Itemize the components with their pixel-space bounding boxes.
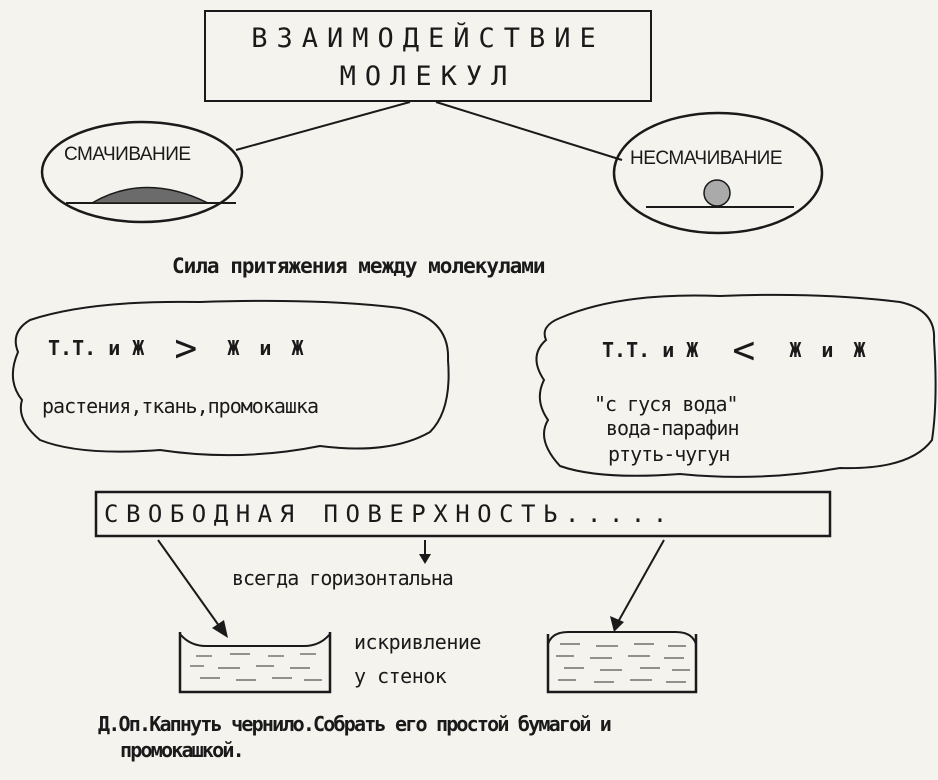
left-relation: > xyxy=(174,326,198,370)
right-formula-right: Ж и Ж xyxy=(789,338,870,362)
arrow-down-head xyxy=(419,554,431,564)
left-cloud-formula: Т.Т. и Ж > Ж и Ж xyxy=(48,326,308,370)
experiment-line-2: промокашкой. xyxy=(120,738,245,762)
right-formula-left: Т.Т. и Ж xyxy=(602,338,699,362)
surface-box xyxy=(94,490,832,538)
right-cloud-example-1: "с гуся вода" xyxy=(594,392,739,416)
left-formula-left: Т.Т. и Ж xyxy=(48,336,145,360)
experiment-line-1: Д.Оп.Капнуть чернило.Собрать его простой… xyxy=(98,712,612,736)
right-cloud-outline xyxy=(535,293,937,478)
nonwetting-ellipse xyxy=(612,111,824,235)
left-cloud-outline xyxy=(11,299,450,457)
right-cloud-example-3: ртуть-чугун xyxy=(608,442,730,466)
right-relation: < xyxy=(732,328,756,372)
nonwetting-label: НЕСМАЧИВАНИЕ xyxy=(630,148,783,169)
arrow-right-line xyxy=(617,539,665,623)
left-formula-right: Ж и Ж xyxy=(227,336,308,360)
surface-label: СВОБОДНАЯ ПОВЕРХНОСТЬ..... xyxy=(104,500,675,528)
left-vessel-liquid xyxy=(190,653,322,681)
left-vessel xyxy=(178,632,332,694)
right-vessel-liquid xyxy=(556,643,690,683)
surface-note: всегда горизонтальна xyxy=(232,566,454,590)
attraction-caption: Сила притяжения между молекулами xyxy=(172,254,546,278)
title-line-1: ВЗАИМОДЕЙСТВИЕ xyxy=(251,23,605,54)
title-box: ВЗАИМОДЕЙСТВИЕ МОЛЕКУЛ xyxy=(204,10,652,102)
right-cloud-formula: Т.Т. и Ж < Ж и Ж xyxy=(602,328,870,372)
wetting-ellipse xyxy=(40,120,244,224)
arrow-left-line xyxy=(157,539,223,631)
arrow-right-head xyxy=(610,616,624,632)
left-vessel-meniscus xyxy=(179,633,331,647)
connector-line-right xyxy=(435,101,623,161)
right-cloud-example-2: вода-парафин xyxy=(606,416,739,440)
nonwetting-drop xyxy=(703,179,731,207)
connector-line-left xyxy=(235,101,411,151)
wetting-drop xyxy=(89,186,209,204)
right-vessel xyxy=(546,634,698,694)
curvature-line-2: у стенок xyxy=(354,664,447,688)
arrow-left-head xyxy=(212,620,228,638)
wetting-label: СМАЧИВАНИЕ xyxy=(64,144,191,165)
curvature-line-1: искривление xyxy=(354,630,481,654)
left-cloud-examples: растения,ткань,промокашка xyxy=(42,394,319,418)
right-vessel-meniscus xyxy=(547,631,697,645)
title-line-2: МОЛЕКУЛ xyxy=(339,61,517,92)
